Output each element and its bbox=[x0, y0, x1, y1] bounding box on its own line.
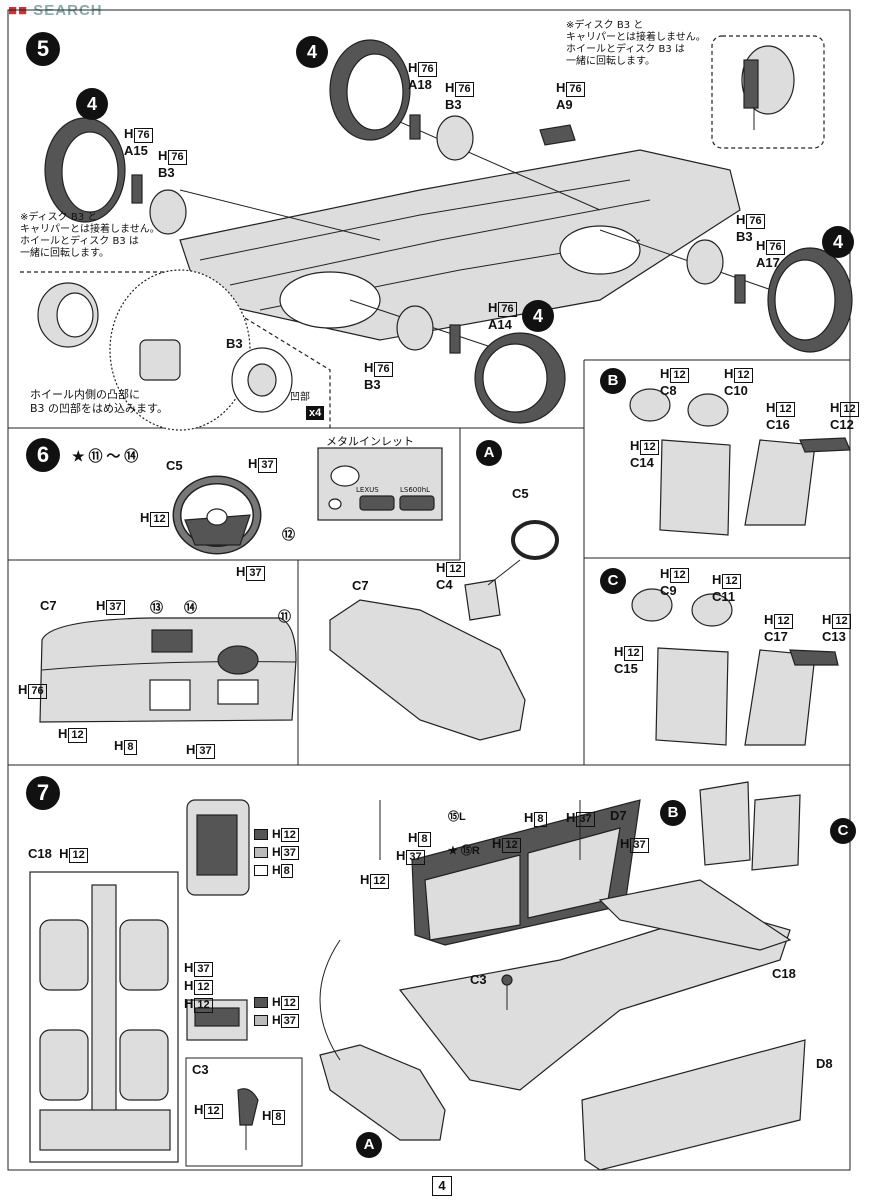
c7-label-11: ⑪ bbox=[278, 609, 292, 624]
c7-label-13: ⑬ bbox=[150, 600, 164, 615]
inset-recess-label: 凹部 bbox=[290, 392, 310, 403]
wheel-badge-right: 4 bbox=[822, 226, 854, 258]
inlet-text-lexus: LEXUS bbox=[356, 486, 379, 494]
wheel-badge-bottom: 4 bbox=[522, 300, 554, 332]
c3-inset-title: C3 bbox=[192, 1062, 209, 1077]
c3-main-label: C3 bbox=[470, 972, 487, 987]
badge-seat-c: C bbox=[600, 568, 626, 594]
inset-x4-badge: x4 bbox=[306, 406, 325, 420]
badge-b-step7: B bbox=[660, 800, 686, 826]
badge-c-step7: C bbox=[830, 818, 856, 844]
page-number: 4 bbox=[432, 1176, 452, 1196]
wheel-badge-top: 4 bbox=[296, 36, 328, 68]
wheel-right bbox=[767, 247, 853, 353]
badge-seat-b: B bbox=[600, 368, 626, 394]
swatch-h37 bbox=[254, 847, 268, 859]
badge-a-step6: A bbox=[476, 440, 502, 466]
d7-decal-l: ⑮L bbox=[448, 811, 466, 823]
step-6-number: 6 bbox=[26, 438, 60, 472]
inset-b3-label: B3 bbox=[226, 336, 243, 351]
step-5-number: 5 bbox=[26, 32, 60, 66]
swatch-panel-h37 bbox=[254, 1015, 268, 1027]
d8-label: D8 bbox=[816, 1056, 833, 1071]
label-c5: C5 bbox=[166, 458, 183, 473]
decal-range: ★ ⑪ ～ ⑭ bbox=[72, 448, 139, 464]
d7-decal-r: ★ ⑮R bbox=[448, 845, 480, 857]
a-label-c7: C7 bbox=[352, 578, 369, 593]
metal-inlet-title: メタルインレット bbox=[326, 435, 414, 448]
badge-a-step7: A bbox=[356, 1132, 382, 1158]
note-top-right: ※ディスク B3 とキャリパーとは接着しません。 ホイールとディスク B3 は一… bbox=[566, 20, 706, 67]
swatch-panel-h12 bbox=[254, 997, 268, 1009]
label-c7-panel: C7 bbox=[40, 598, 57, 613]
step-7-number: 7 bbox=[26, 776, 60, 810]
swatch-h12 bbox=[254, 829, 268, 841]
label-c5-decal: ⑫ bbox=[282, 527, 296, 542]
c18-main-label: C18 bbox=[772, 966, 796, 981]
note-left: ※ディスク B3 とキャリパーとは接着しません。 ホイールとディスク B3 は一… bbox=[20, 212, 160, 259]
swatch-h8 bbox=[254, 865, 268, 877]
wheel-front-left bbox=[44, 117, 126, 223]
wheel-top bbox=[329, 39, 411, 141]
wheel-bottom bbox=[474, 332, 566, 424]
d7-label: D7 bbox=[610, 808, 627, 823]
inlet-text-model: LS600hL bbox=[400, 486, 431, 494]
c7-label-14: ⑭ bbox=[184, 600, 198, 615]
a-label-c5: C5 bbox=[512, 486, 529, 501]
wheel-badge-front-left: 4 bbox=[76, 88, 108, 120]
